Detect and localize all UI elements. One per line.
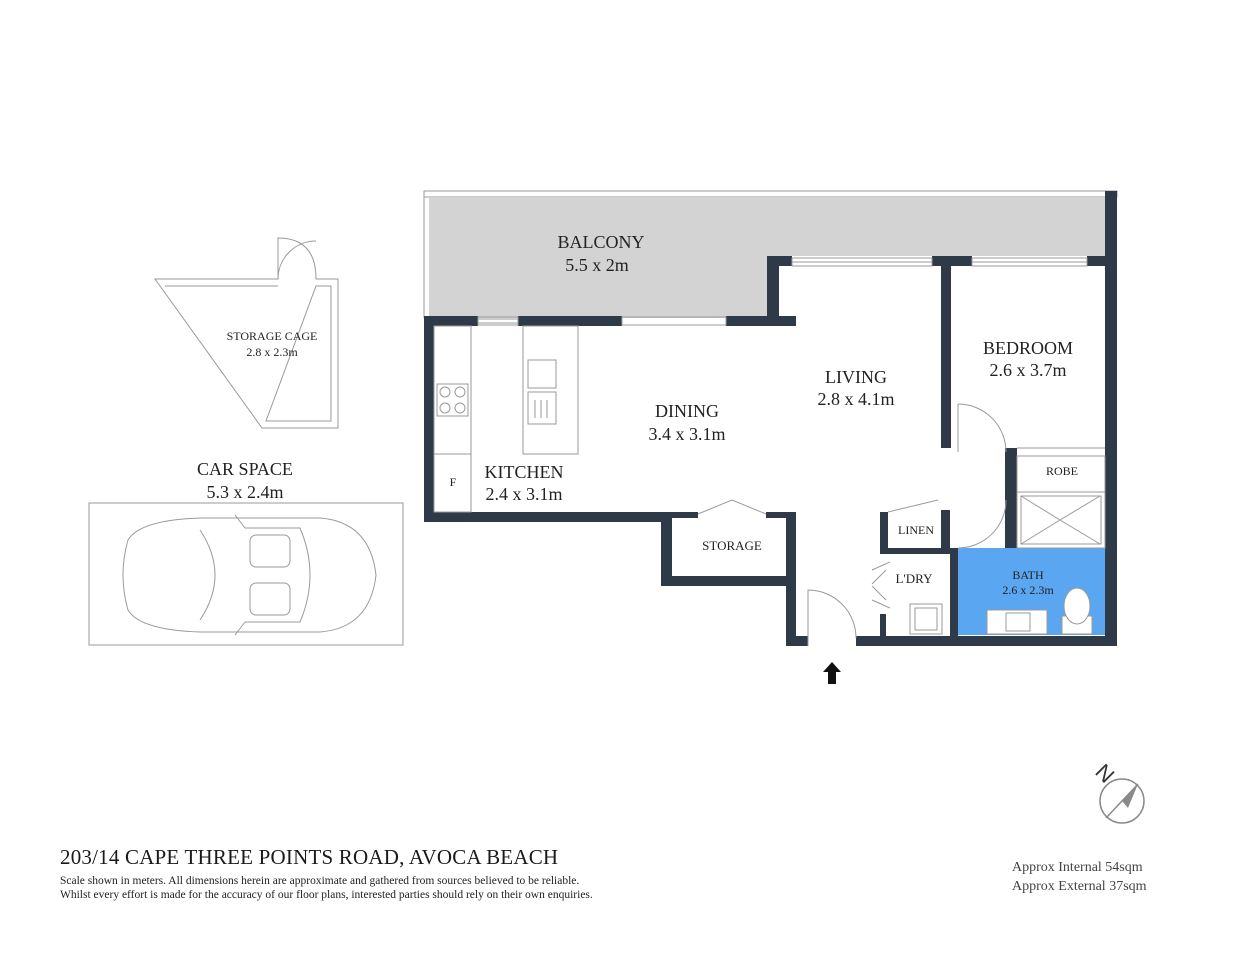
car-space-size: 5.3 x 2.4m [206, 482, 283, 502]
balcony-name: BALCONY [557, 232, 644, 252]
storage-cage-size: 2.8 x 2.3m [246, 345, 298, 359]
kitchen-name: KITCHEN [485, 462, 564, 482]
car-space [88, 502, 404, 646]
laundry-label: L'DRY [895, 571, 933, 586]
compass-icon [1099, 778, 1145, 824]
storage-label: STORAGE [702, 538, 762, 553]
bedroom-name: BEDROOM [983, 338, 1073, 358]
linen-label: LINEN [898, 523, 934, 537]
storage-cage [154, 237, 339, 429]
internal-area: Approx Internal 54sqm [1012, 860, 1143, 875]
bedroom-size: 2.6 x 3.7m [989, 360, 1066, 380]
bath-size: 2.6 x 2.3m [1002, 583, 1054, 597]
bath-name: BATH [1012, 568, 1044, 582]
property-address: 203/14 CAPE THREE POINTS ROAD, AVOCA BEA… [60, 845, 559, 869]
dining-size: 3.4 x 3.1m [648, 424, 725, 444]
dining-name: DINING [655, 401, 719, 421]
compass-north-label: N [1091, 759, 1120, 788]
entry-arrow-icon [823, 662, 841, 684]
living-size: 2.8 x 4.1m [817, 389, 894, 409]
bath-fixtures [909, 447, 1106, 635]
fridge-label: F [450, 475, 457, 489]
walls [424, 191, 1117, 646]
disclaimer-line-2: Whilst every effort is made for the accu… [60, 889, 593, 901]
external-area: Approx External 37sqm [1012, 879, 1147, 894]
kitchen-fixtures [433, 325, 579, 513]
storage-cage-name: STORAGE CAGE [227, 329, 318, 343]
kitchen-size: 2.4 x 3.1m [485, 484, 562, 504]
disclaimer-line-1: Scale shown in meters. All dimensions he… [60, 875, 580, 887]
robe-label: ROBE [1046, 464, 1078, 478]
doors [697, 403, 1007, 646]
balcony-size: 5.5 x 2m [565, 255, 629, 275]
car-space-name: CAR SPACE [197, 459, 293, 479]
living-name: LIVING [825, 367, 887, 387]
windows [477, 257, 1088, 326]
